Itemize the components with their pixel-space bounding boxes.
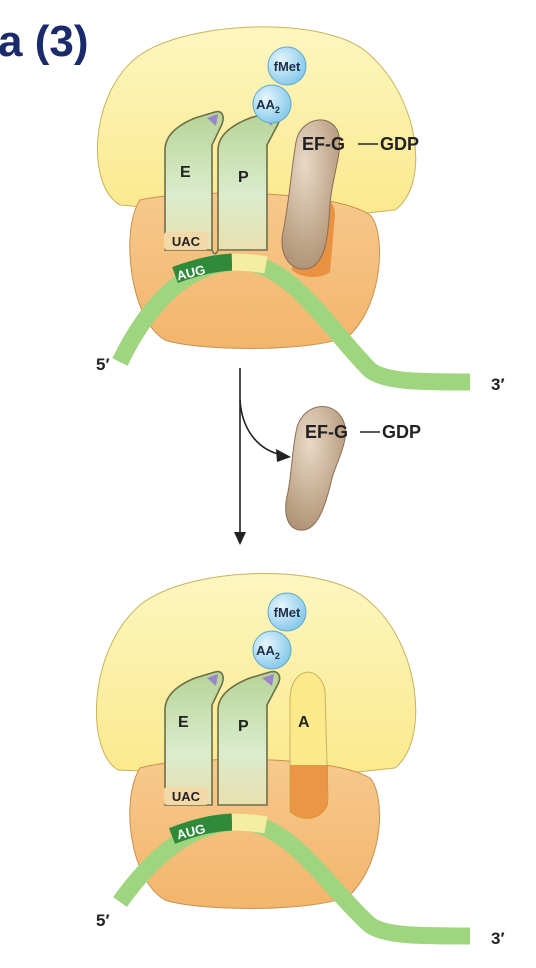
ribosome-before-release: fMet AA2 E P UAC AUG EF-G GDP 5′ 3′	[96, 26, 505, 394]
anticodon-label-bottom: UAC	[172, 789, 201, 804]
released-efg-label: EF-G	[305, 422, 348, 442]
fmet-label: fMet	[274, 59, 301, 74]
mrna-5-prime-label-bottom: 5′	[96, 911, 110, 930]
mrna-3-prime-label: 3′	[491, 375, 505, 394]
mrna-strand-bottom	[113, 813, 471, 945]
e-trna-tip-bottom	[207, 674, 218, 686]
released-gdp-label: GDP	[382, 422, 421, 442]
aa2-label-bottom: AA2	[256, 643, 280, 661]
efg-label: EF-G	[302, 134, 345, 154]
release-curve-arrow	[239, 399, 283, 456]
codon-label: AUG	[175, 262, 207, 284]
ribosome-after-release: fMet AA2 E P A UAC AUG 5′ 3′	[96, 572, 505, 948]
e-site-trna-bottom	[164, 670, 224, 806]
codon-segment-bottom	[168, 813, 233, 844]
codon-segment	[172, 253, 233, 284]
p-trna-tip-bottom	[262, 674, 274, 686]
mrna-strand	[112, 253, 471, 391]
p-site-trna-bottom	[217, 670, 281, 806]
anticodon-box	[164, 232, 208, 250]
e-site-label: E	[180, 164, 191, 181]
e-site-label-bottom: E	[178, 714, 189, 731]
fmet-ball	[267, 46, 307, 86]
a-site-label-bottom: A	[298, 714, 310, 731]
e-trna-tip	[207, 114, 218, 126]
anticodon-label: UAC	[172, 234, 201, 249]
anticodon-box-bottom	[164, 787, 208, 805]
fmet-ball-bottom	[267, 592, 307, 632]
reaction-arrowhead	[234, 532, 246, 545]
a-site-pocket-bottom	[290, 765, 328, 819]
fmet-label-bottom: fMet	[274, 605, 301, 620]
codon-segment-next-bottom	[231, 813, 268, 834]
aa2-ball-bottom	[252, 630, 292, 670]
p-site-label: P	[238, 169, 249, 186]
codon-label-bottom: AUG	[175, 821, 207, 843]
mrna-5-prime-label: 5′	[96, 355, 110, 374]
efg-protein	[281, 119, 341, 270]
e-site-trna	[164, 110, 224, 251]
aa2-ball	[252, 84, 292, 124]
release-arrowhead	[276, 449, 291, 462]
release-step: EF-G GDP	[234, 368, 421, 545]
trna-elbow-link	[211, 249, 219, 255]
released-efg-protein	[285, 406, 346, 531]
figure-heading: a (3)	[0, 17, 88, 66]
codon-segment-next	[231, 253, 268, 274]
gdp-label: GDP	[380, 134, 419, 154]
p-site-label-bottom: P	[238, 718, 249, 735]
aa2-label: AA2	[256, 97, 280, 115]
mrna-3-prime-label-bottom: 3′	[491, 929, 505, 948]
